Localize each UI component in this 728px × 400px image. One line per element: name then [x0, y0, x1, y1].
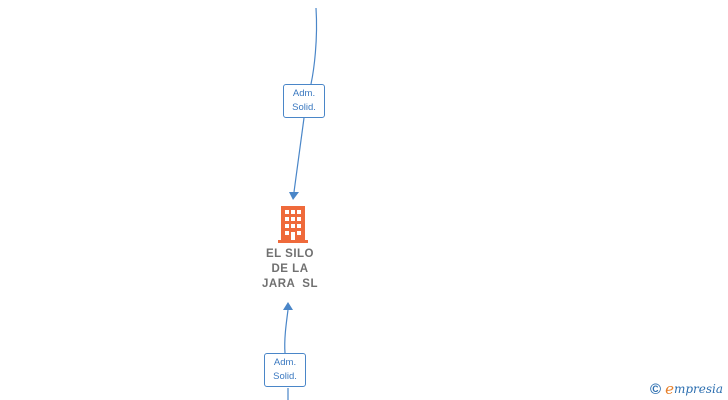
brand-first-letter: e — [665, 380, 674, 398]
role-line-2: Solid. — [273, 371, 297, 382]
edge-top — [310, 7, 318, 85]
edge-top-lower — [293, 117, 305, 193]
arrowhead-up — [283, 302, 293, 310]
arrowhead-down — [289, 192, 299, 200]
company-name-line-2: DE LA — [271, 263, 309, 275]
building-icon — [278, 206, 308, 243]
brand-wordmark: mpresia — [673, 382, 724, 396]
company-name-line-3: JARA SL — [262, 278, 318, 290]
edge-bottom — [284, 309, 289, 354]
brand-logo: © e mpresia — [650, 380, 723, 398]
company-name-line-1: EL SILO — [265, 248, 315, 260]
role-line-1: Adm. — [273, 357, 297, 368]
role-badge-bottom[interactable]: Adm. Solid. — [264, 353, 306, 387]
role-badge-top[interactable]: Adm. Solid. — [283, 84, 325, 118]
role-line-1: Adm. — [292, 88, 316, 99]
copyright-icon: © — [650, 380, 662, 398]
company-name[interactable]: EL SILO DE LA JARA SL — [230, 247, 350, 292]
role-line-2: Solid. — [292, 102, 316, 113]
